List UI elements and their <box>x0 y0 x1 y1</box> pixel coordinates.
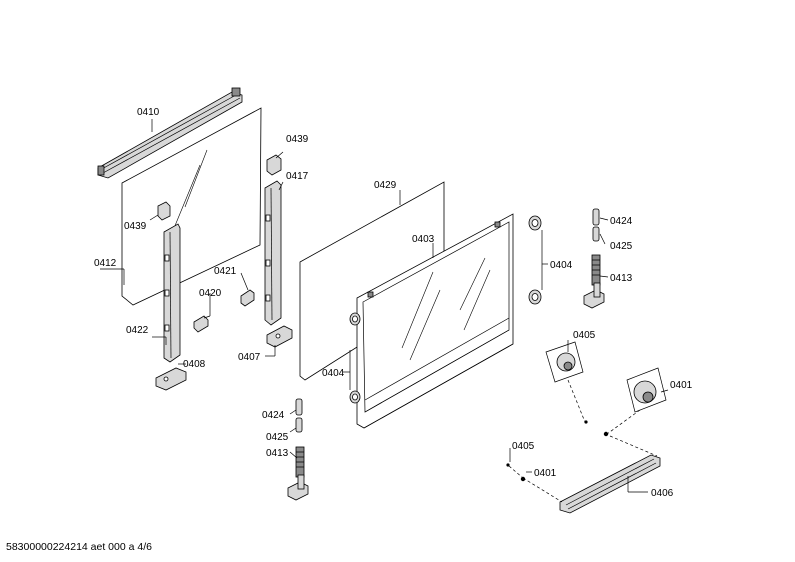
part-0413-hinge-left[interactable] <box>287 446 309 501</box>
label-0404-left: 0404 <box>322 368 345 379</box>
part-0417-right-bracket[interactable] <box>264 180 282 326</box>
part-0405-screw-upper <box>584 420 588 424</box>
part-0410-top-trim[interactable] <box>97 87 243 179</box>
label-0424-right: 0424 <box>610 216 633 227</box>
part-0401-knob[interactable] <box>626 367 667 413</box>
part-0404-bumper-door-lower[interactable] <box>349 390 361 404</box>
label-0407: 0407 <box>238 352 261 363</box>
part-0404-bumper-lower[interactable] <box>528 289 542 305</box>
label-0410: 0410 <box>137 107 160 118</box>
label-0417: 0417 <box>286 171 309 182</box>
part-0424-pin-left[interactable] <box>295 398 303 416</box>
part-0425-pin-left[interactable] <box>295 417 303 433</box>
label-0439-upper: 0439 <box>286 134 309 145</box>
label-0425-left: 0425 <box>266 432 289 443</box>
part-0413-hinge-right[interactable] <box>583 254 605 309</box>
label-0413-right: 0413 <box>610 273 633 284</box>
part-0439-clip-right[interactable] <box>266 154 282 176</box>
part-0404-bumper-door-upper[interactable] <box>349 312 361 326</box>
part-0401-screw-upper <box>603 431 609 437</box>
label-0408: 0408 <box>183 359 206 370</box>
part-0422-left-bracket[interactable] <box>163 223 181 363</box>
part-0404-bumper-upper[interactable] <box>528 215 542 231</box>
label-0405-upper: 0405 <box>573 330 596 341</box>
label-0401-lower: 0401 <box>534 468 557 479</box>
label-0421: 0421 <box>214 266 237 277</box>
label-0404-right: 0404 <box>550 260 573 271</box>
label-0412: 0412 <box>94 258 117 269</box>
part-0439-clip-left[interactable] <box>157 201 171 221</box>
label-0413-left: 0413 <box>266 448 289 459</box>
document-footer-id: 58300000224214 aet 000 a 4/6 <box>6 541 152 553</box>
label-0425-right: 0425 <box>610 241 633 252</box>
part-0420-clip[interactable] <box>193 315 209 333</box>
label-0406: 0406 <box>651 488 674 499</box>
part-0421-clip[interactable] <box>240 289 255 307</box>
part-0407-hinge-foot[interactable] <box>266 325 293 348</box>
part-0412-inner-glass[interactable] <box>121 107 262 306</box>
part-0401-screw-lower <box>520 476 526 482</box>
label-0424-left: 0424 <box>262 410 285 421</box>
part-0406-handle[interactable] <box>559 454 661 514</box>
part-0405-screw-lower <box>506 463 510 467</box>
label-0422: 0422 <box>126 325 149 336</box>
label-0420: 0420 <box>199 288 222 299</box>
part-0408-hinge-foot[interactable] <box>155 367 187 391</box>
part-0405-knob[interactable] <box>545 341 584 383</box>
label-0401-upper: 0401 <box>670 380 693 391</box>
label-0429: 0429 <box>374 180 397 191</box>
label-0439-left: 0439 <box>124 221 147 232</box>
label-0403: 0403 <box>412 234 435 245</box>
label-0405-lower: 0405 <box>512 441 535 452</box>
part-0403-outer-door[interactable] <box>356 213 514 429</box>
part-0425-pin-right[interactable] <box>592 226 600 242</box>
part-0424-pin-right[interactable] <box>592 208 600 226</box>
